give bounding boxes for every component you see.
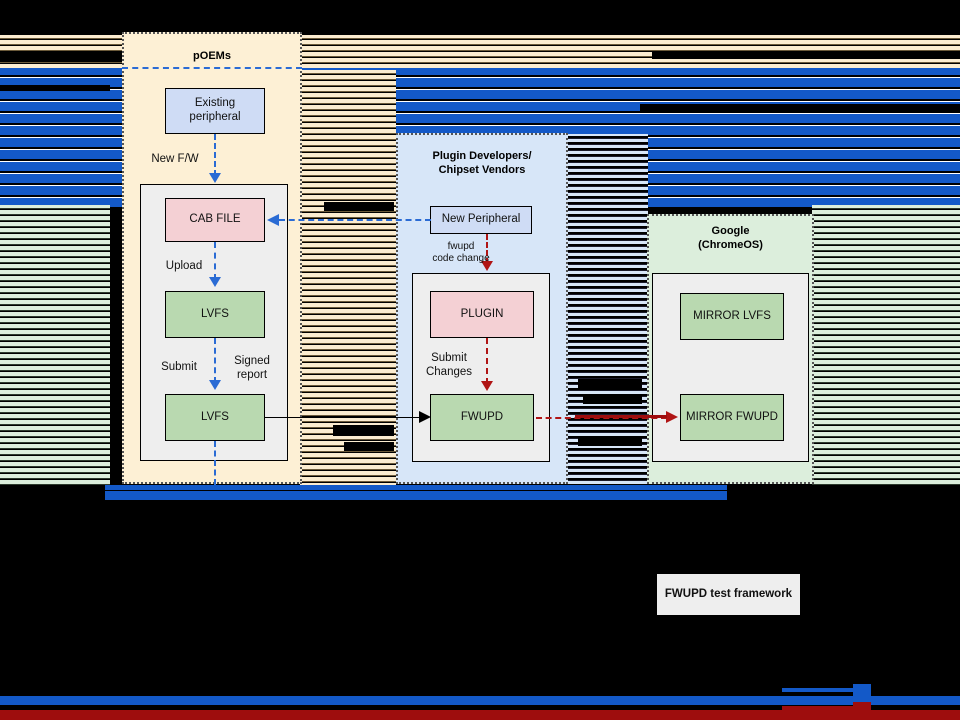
label-fwupd-code-change: fwupd code change: [418, 241, 504, 265]
node-cab-file[interactable]: CAB FILE: [165, 198, 265, 242]
glitch-black-row1: [0, 85, 110, 91]
glitch-black-blue2: [583, 394, 642, 404]
label-upload: Upload: [165, 260, 203, 272]
arrow-lvfs-to-fwupd: [265, 417, 421, 418]
label-fwupd-code-change-line1: fwupd: [447, 241, 475, 252]
node-lvfs-upload[interactable]: LVFS: [165, 291, 265, 338]
label-submit-changes-line1: Submit: [431, 352, 467, 364]
arrow-fwupd-to-mirror-fwupd-head: [666, 411, 678, 423]
poems-top-divider: [122, 67, 302, 69]
panel-plugin-title-line2: Chipset Vendors: [438, 163, 526, 176]
panel-poems-title: pOEMs: [193, 50, 231, 62]
node-existing-peripheral-line2: peripheral: [189, 111, 241, 123]
arrow-new-peripheral-to-cab-head: [267, 214, 279, 226]
arrow-submit-head: [209, 380, 221, 390]
label-signed-report: Signed report: [222, 355, 282, 383]
label-submit-changes: Submit Changes: [418, 352, 480, 380]
node-existing-peripheral-line1: Existing: [194, 97, 236, 110]
label-signed-report-line2: report: [236, 368, 268, 381]
label-submit: Submit: [161, 361, 197, 373]
panel-google-title-line2: (ChromeOS): [698, 238, 763, 251]
node-mirror-fwupd[interactable]: MIRROR FWUPD: [680, 394, 784, 441]
glitch-black-mid1: [324, 202, 394, 211]
label-signed-report-line1: Signed: [234, 355, 270, 367]
label-fwupd-code-change-line2: code change: [432, 253, 490, 264]
node-new-peripheral[interactable]: New Peripheral: [430, 206, 532, 234]
glitch-bottom-red-stub: [782, 706, 864, 710]
arrow-lvfs-to-fwupd-head: [419, 411, 431, 423]
arrow-submit-changes: [486, 338, 488, 384]
glitch-bottom-blue-full: [0, 696, 960, 705]
glitch-bottom-blue-block: [853, 684, 871, 700]
arrow-new-peripheral-to-cab: [279, 219, 431, 221]
node-lvfs-submit[interactable]: LVFS: [165, 394, 265, 441]
panel-plugin-developers-title: Plugin Developers/ Chipset Vendors: [396, 150, 568, 178]
label-submit-changes-line2: Changes: [425, 365, 473, 378]
glitch-black-blue3: [578, 436, 642, 446]
glitch-black-mid2: [333, 425, 394, 436]
arrow-upload-head: [209, 277, 221, 287]
glitch-bottom-red-full: [0, 710, 960, 720]
glitch-band-tan-middle: [300, 70, 396, 488]
panel-plugin-title-line1: Plugin Developers/: [432, 150, 532, 162]
glitch-black-blue1: [578, 379, 642, 388]
glitch-black-row2: [640, 104, 960, 112]
arrow-new-fw: [214, 134, 216, 176]
arrow-submit-changes-head: [481, 381, 493, 391]
glitch-bottom-blue-stub: [782, 688, 864, 692]
glitch-bluebar-lower-thin: [105, 485, 727, 490]
glitch-band-green-right: [812, 205, 960, 485]
arrow-poems-tail: [214, 441, 216, 485]
glitch-band-tan-topright: [300, 35, 960, 70]
arrow-fwupd-to-mirror-fwupd: [536, 417, 667, 419]
node-plugin[interactable]: PLUGIN: [430, 291, 534, 338]
arrow-fwupd-code-change: [486, 234, 488, 264]
glitch-bluebar-lower-thick: [105, 491, 727, 500]
node-existing-peripheral[interactable]: Existing peripheral: [165, 88, 265, 134]
glitch-black-mid3: [344, 442, 394, 451]
label-new-fw: New F/W: [151, 153, 199, 165]
arrow-upload: [214, 242, 216, 280]
node-fwupd[interactable]: FWUPD: [430, 394, 534, 441]
node-fwupd-test-framework[interactable]: FWUPD test framework: [657, 574, 800, 615]
panel-google-title-line1: Google: [711, 225, 750, 237]
arrow-submit: [214, 338, 216, 383]
arrow-fwupd-code-change-head: [481, 261, 493, 271]
glitch-band-green-left: [0, 205, 110, 485]
node-mirror-lvfs[interactable]: MIRROR LVFS: [680, 293, 784, 340]
glitch-bottom-red-block: [853, 702, 871, 716]
arrow-new-fw-head: [209, 173, 221, 183]
glitch-black-topright: [652, 52, 960, 59]
panel-google-title: Google (ChromeOS): [647, 225, 814, 253]
